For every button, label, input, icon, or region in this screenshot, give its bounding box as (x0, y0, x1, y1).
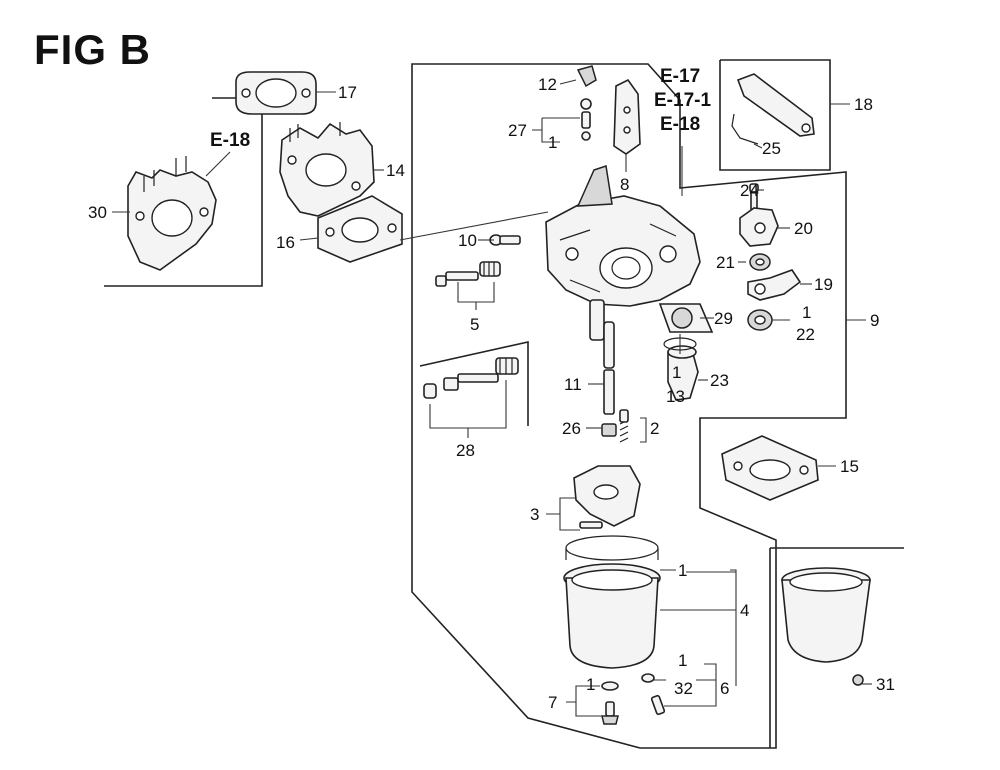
ref-e17-1: E-17-1 (654, 90, 711, 111)
main-dashed-frame (411, 63, 847, 749)
bracket-8 (613, 78, 641, 155)
callout-32: 32 (674, 679, 693, 698)
washer-29 (658, 303, 714, 333)
lever-19 (747, 269, 802, 301)
ref-e18: E-18 (660, 114, 700, 135)
callout-21: 21 (716, 253, 735, 272)
callout-23: 23 (710, 371, 729, 390)
callout-20: 20 (794, 219, 813, 238)
jet-holder-23 (667, 345, 699, 401)
callout-17: 17 (338, 83, 357, 102)
gasket-16 (317, 195, 403, 263)
callout-25: 25 (762, 139, 781, 158)
drain-bolt-7 (601, 681, 619, 725)
callout-1-bowl-gasket: 1 (678, 561, 687, 580)
callout-9: 9 (870, 311, 879, 330)
spring-2 (619, 409, 629, 443)
holder-22 (747, 309, 773, 331)
callout-6: 6 (720, 679, 729, 698)
choke-rod-25 (731, 113, 759, 145)
callout-1-float-valve: 1 (548, 133, 557, 152)
float-bowl-4 (563, 535, 661, 669)
callout-27: 27 (508, 121, 527, 140)
ref-e17: E-17 (660, 66, 700, 87)
callout-15: 15 (840, 457, 859, 476)
gasket-17 (235, 71, 317, 115)
callout-1-washer: 1 (586, 675, 595, 694)
float-bowl-alt (781, 567, 871, 686)
insulator-14 (279, 122, 375, 217)
callout-4: 4 (740, 601, 749, 620)
callout-labels: 17 14 16 30 12 27 1 8 10 5 28 11 26 2 13… (88, 75, 895, 712)
callout-24: 24 (740, 181, 759, 200)
callout-1-holder: 1 (802, 303, 811, 322)
throttle-screw-5 (435, 261, 501, 287)
ref-e18-left: E-18 (210, 130, 250, 151)
cover-20 (739, 207, 779, 247)
callout-31: 31 (876, 675, 895, 694)
callout-13: 13 (666, 387, 685, 406)
float-3 (573, 465, 641, 529)
callout-29: 29 (714, 309, 733, 328)
carburetor-body (545, 165, 701, 369)
callout-26: 26 (562, 419, 581, 438)
callout-1-drain: 1 (678, 651, 687, 670)
pilot-screw-10 (489, 234, 521, 246)
callout-30: 30 (88, 203, 107, 222)
main-jet-11 (601, 369, 617, 437)
callout-2: 2 (650, 419, 659, 438)
callout-14: 14 (386, 161, 405, 180)
callout-8: 8 (620, 175, 629, 194)
screw-kit-frame (419, 341, 529, 426)
callout-18: 18 (854, 95, 873, 114)
drain-screw-32 (641, 673, 666, 716)
callout-12: 12 (538, 75, 557, 94)
callout-16: 16 (276, 233, 295, 252)
screw-24 (749, 183, 759, 211)
callout-7: 7 (548, 693, 557, 712)
callout-5: 5 (470, 315, 479, 334)
choke-inset-frame (719, 59, 831, 171)
spring-21 (749, 253, 771, 271)
screw-kit-28 (423, 357, 519, 399)
callout-22: 22 (796, 325, 815, 344)
leader-lines (112, 79, 872, 717)
figure-title: FIG B (34, 26, 151, 73)
insulator-30 (127, 156, 217, 271)
reference-labels: E-17 E-17-1 E-18 E-18 (210, 66, 711, 151)
callout-3: 3 (530, 505, 539, 524)
float-valve-cap-12 (576, 65, 597, 141)
callout-19: 19 (814, 275, 833, 294)
callout-11: 11 (564, 375, 582, 394)
gasket-15 (721, 435, 819, 501)
choke-lever-18 (736, 73, 815, 137)
callout-10: 10 (458, 231, 477, 250)
callout-28: 28 (456, 441, 475, 460)
callout-1-oring: 1 (672, 363, 681, 382)
